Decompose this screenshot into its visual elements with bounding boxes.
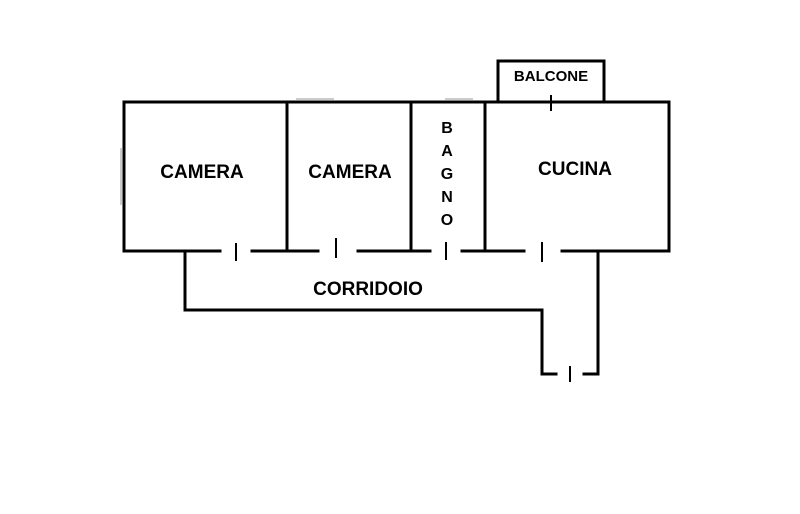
label-bagno: B A G N O [441,120,453,229]
balcony-wall [496,59,606,104]
label-bagno-letter: N [441,189,453,206]
main-block-walls [122,100,671,253]
doors [235,95,571,382]
corridor-left-bottom-wall [183,251,558,376]
label-bagno-letter: A [441,143,453,160]
label-camera-2: CAMERA [308,162,392,183]
label-bagno-letter: O [441,212,453,229]
label-bagno-letter: B [441,120,453,137]
corridor-walls [183,249,600,376]
label-bagno-letter: G [441,166,453,183]
label-corridoio: CORRIDOIO [313,279,423,300]
corridor-right-wall [582,249,600,376]
balcony [496,59,606,104]
label-balcone: BALCONE [514,68,588,85]
label-cucina: CUCINA [538,159,612,180]
label-camera-1: CAMERA [160,162,244,183]
windows [120,98,473,205]
room-labels: BALCONE CAMERA CAMERA CUCINA CORRIDOIO B… [160,68,612,300]
